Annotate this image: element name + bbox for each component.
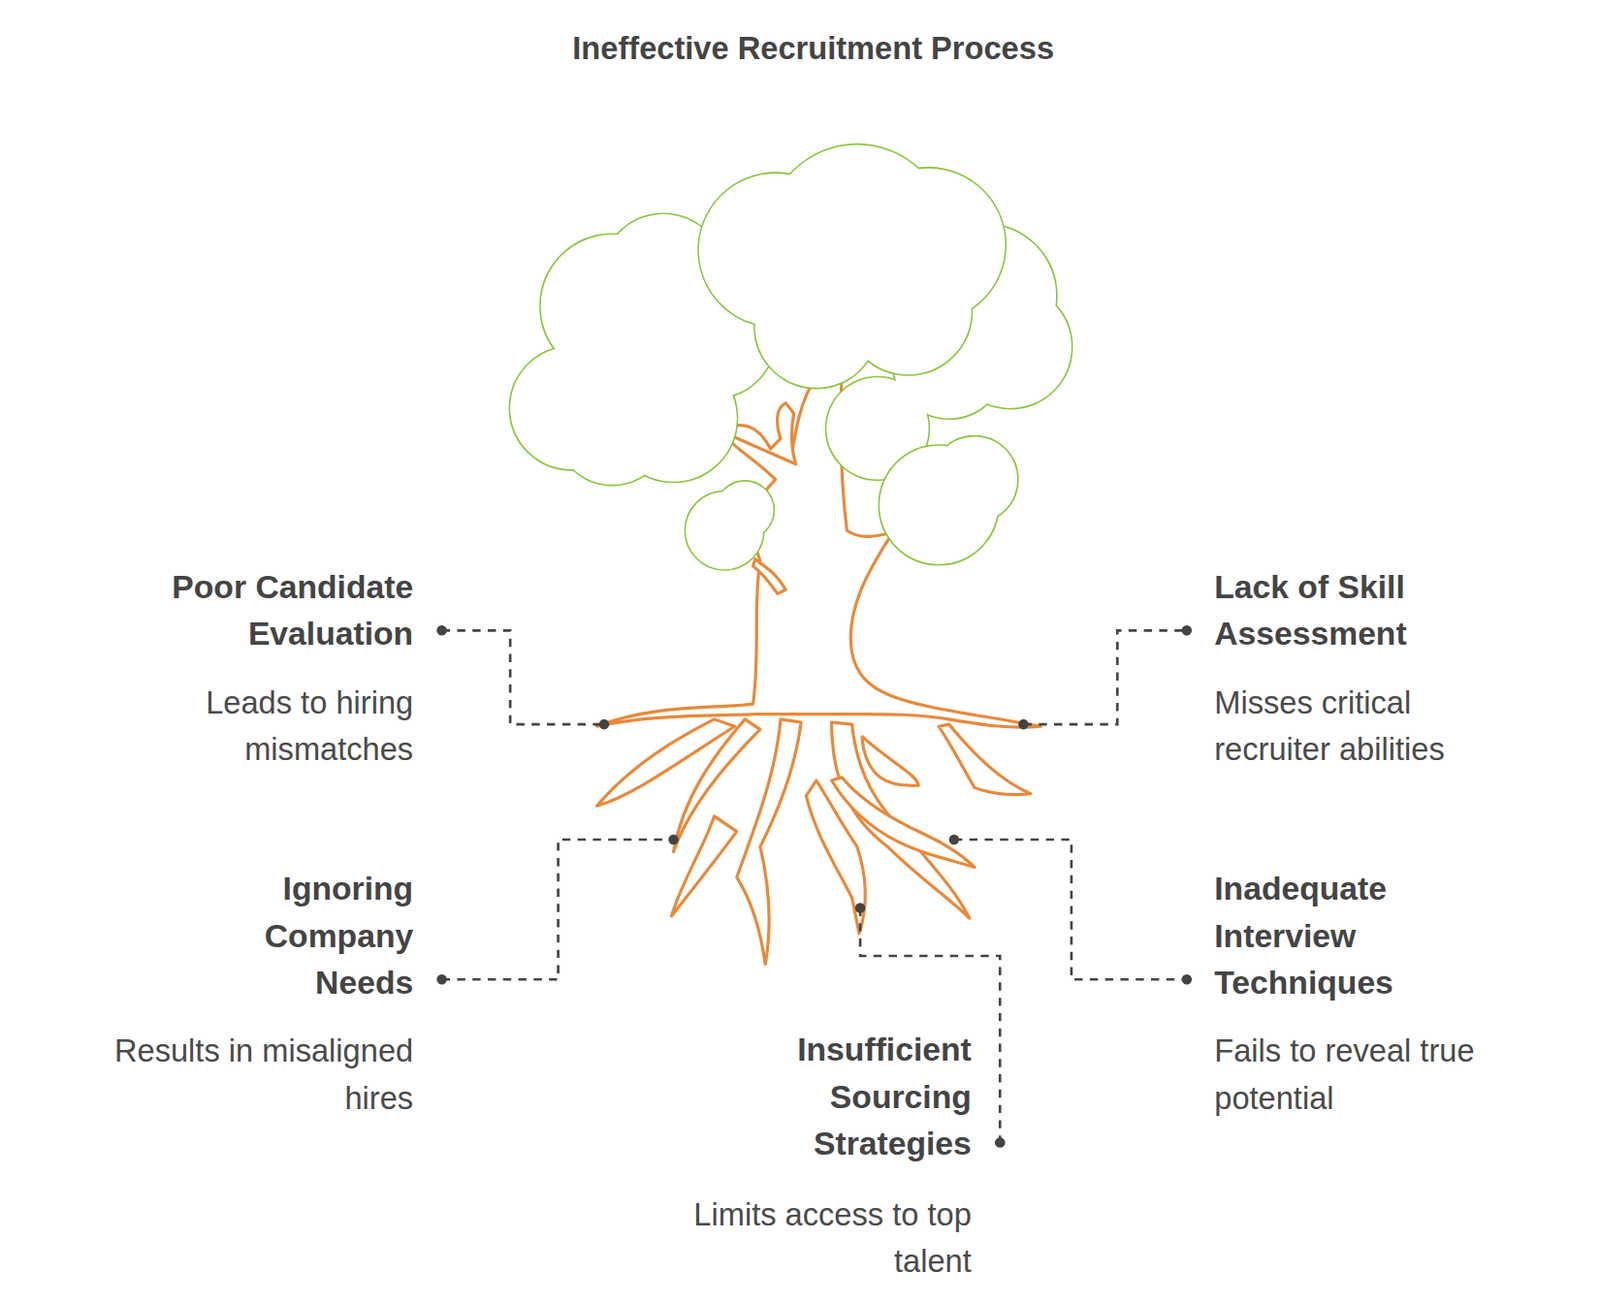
canopy-small-right — [879, 436, 1018, 565]
canopy-top — [699, 144, 1006, 387]
leader-line — [442, 839, 674, 980]
diagram-title: Ineffective Recruitment Process — [353, 28, 1273, 69]
callout-heading: Poor Candidate Evaluation — [76, 563, 414, 658]
tree-roots — [597, 719, 1031, 965]
callout-text: Leads to hiring mismatches — [106, 679, 414, 774]
callout-text: Misses critical recruiter abilities — [1214, 679, 1492, 774]
callout-heading: Inadequate Interview Techniques — [1214, 864, 1482, 1006]
leader-dots — [436, 625, 1192, 1149]
callout-heading: Lack of Skill Assessment — [1214, 563, 1482, 658]
leader-line — [954, 839, 1187, 980]
leader-line — [442, 630, 605, 725]
callout-text: Fails to reveal true potential — [1214, 1028, 1492, 1123]
canopy — [510, 144, 1072, 570]
callout-heading: Insufficient Sourcing Strategies — [716, 1026, 972, 1168]
leader-line — [1023, 630, 1186, 725]
callout-text: Results in misaligned hires — [106, 1028, 414, 1123]
callout-text: Limits access to top talent — [673, 1191, 972, 1286]
canopy-small-left — [685, 481, 773, 570]
callout-heading: Ignoring Company Needs — [203, 864, 414, 1006]
